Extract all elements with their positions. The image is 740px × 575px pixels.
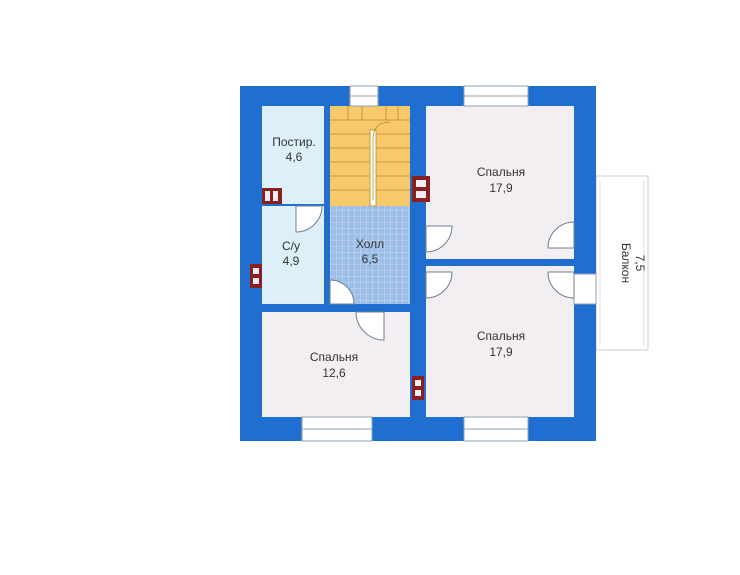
- door-su: [295, 205, 323, 233]
- room-name-postir: Постир.: [272, 135, 316, 149]
- room-name-bed-top-right: Спальня: [477, 165, 525, 179]
- chimney-bed-left: [412, 376, 424, 400]
- door-bed-top-right: [425, 225, 453, 253]
- room-name-balcony: Балкон: [619, 243, 633, 283]
- room-name-holl: Холл: [356, 237, 384, 251]
- room-area-bed-top-right: 17,9: [489, 181, 513, 195]
- chimneys: [250, 176, 430, 400]
- room-name-bed-bottom-right: Спальня: [477, 329, 525, 343]
- stair-steps: [330, 106, 410, 207]
- windows: [301, 85, 597, 442]
- door-holl-bottom: [329, 279, 355, 305]
- room-bed-bottom-left: [262, 312, 410, 417]
- room-area-balcony: 7,5: [633, 255, 647, 272]
- chimney-stair: [412, 176, 430, 202]
- room-name-bed-bottom-left: Спальня: [310, 350, 358, 364]
- door-bed-bottom-right: [425, 271, 453, 299]
- room-area-holl: 6,5: [362, 252, 379, 266]
- balcony-grid: [599, 180, 645, 346]
- room-area-bed-bottom-right: 17,9: [489, 345, 513, 359]
- room-name-su: С/у: [282, 239, 300, 253]
- room-area-su: 4,9: [283, 254, 300, 268]
- balcony: [595, 175, 649, 351]
- door-balcony-lower: [547, 271, 575, 299]
- room-postir: [262, 106, 324, 204]
- room-bed-bottom-right: [426, 266, 574, 417]
- window-right-lower: [573, 273, 597, 305]
- chimney-left-wall: [250, 264, 262, 288]
- doors: [295, 205, 575, 341]
- room-area-bed-bottom-left: 12,6: [322, 366, 346, 380]
- door-bed-left: [355, 311, 385, 341]
- room-area-postir: 4,6: [286, 150, 303, 164]
- door-balcony-upper: [547, 221, 575, 249]
